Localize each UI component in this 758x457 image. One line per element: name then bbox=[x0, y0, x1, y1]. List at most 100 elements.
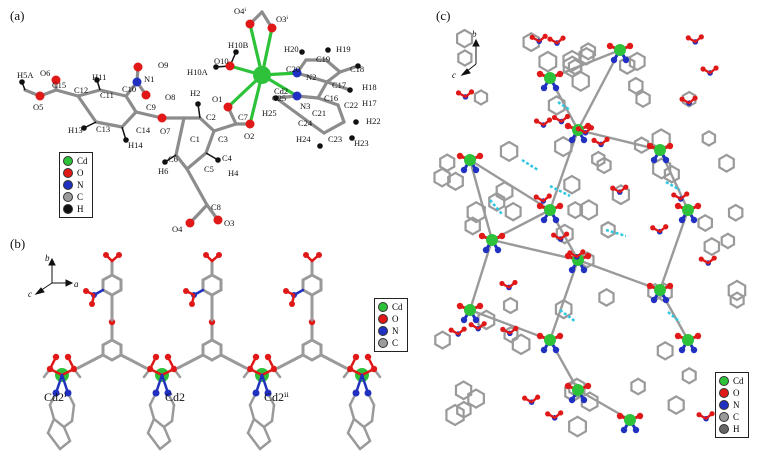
cd-atom bbox=[544, 72, 556, 84]
atom-label: C14 bbox=[136, 125, 151, 135]
bond bbox=[640, 147, 650, 154]
o-atom bbox=[346, 365, 354, 373]
bond bbox=[574, 201, 584, 208]
n-atom bbox=[622, 56, 630, 64]
o-atom bbox=[512, 279, 518, 286]
o-atom bbox=[456, 302, 464, 310]
legend-entry: O bbox=[719, 387, 744, 399]
o-atom bbox=[694, 202, 702, 210]
bond bbox=[588, 391, 599, 399]
o-atom bbox=[535, 394, 541, 400]
bond bbox=[630, 377, 640, 384]
bond bbox=[585, 47, 595, 54]
bond bbox=[618, 68, 629, 75]
bond bbox=[576, 128, 662, 152]
h-bond bbox=[605, 228, 627, 238]
bond bbox=[370, 403, 376, 423]
o-atom bbox=[456, 152, 464, 160]
bond bbox=[720, 232, 729, 239]
legend-entry: N bbox=[63, 179, 88, 191]
panel-b-chain: b a c Cd2ⁱ Cd2 Cd2ⁱⁱ bbox=[28, 252, 382, 451]
atom-label: C23 bbox=[328, 134, 342, 144]
panel-a-label: (a) bbox=[10, 8, 25, 23]
bond bbox=[152, 417, 166, 429]
bond bbox=[710, 237, 721, 244]
bond bbox=[563, 223, 574, 231]
bond bbox=[495, 194, 506, 202]
bond bbox=[725, 166, 735, 173]
atom-label: C16 bbox=[324, 93, 338, 103]
legend-label: N bbox=[392, 326, 399, 336]
bond bbox=[640, 136, 650, 143]
atom-label: H17 bbox=[362, 98, 377, 108]
o-atom bbox=[564, 122, 572, 130]
cd-atom bbox=[654, 144, 666, 156]
bond bbox=[445, 404, 457, 412]
bond bbox=[270, 403, 276, 423]
bond bbox=[628, 76, 637, 84]
bond bbox=[635, 90, 645, 97]
bond bbox=[210, 338, 223, 347]
bond bbox=[605, 300, 615, 307]
bond bbox=[453, 418, 465, 427]
o-atom bbox=[674, 332, 682, 340]
bond bbox=[663, 177, 673, 184]
atom-label: C10 bbox=[122, 84, 136, 94]
bond bbox=[605, 288, 615, 295]
cd-label-left: Cd2ⁱ bbox=[44, 390, 67, 404]
bond bbox=[570, 187, 581, 195]
o-atom bbox=[663, 224, 669, 230]
bond bbox=[464, 216, 474, 223]
bond bbox=[262, 425, 272, 443]
o-atom bbox=[468, 322, 474, 328]
bond bbox=[46, 431, 62, 451]
cd-label-mid: Cd2 bbox=[165, 390, 185, 404]
bond bbox=[660, 128, 671, 136]
bond bbox=[658, 208, 690, 292]
bond bbox=[502, 296, 512, 303]
bond bbox=[729, 291, 739, 298]
bond bbox=[651, 128, 663, 136]
o-atom bbox=[564, 231, 570, 237]
atom-label: H4 bbox=[228, 168, 239, 178]
atom-label: H11 bbox=[92, 72, 106, 82]
bond bbox=[718, 166, 728, 173]
bond bbox=[466, 201, 478, 209]
atom-label: N3 bbox=[300, 101, 310, 111]
bond bbox=[76, 353, 105, 370]
o-atom bbox=[551, 232, 557, 238]
bond bbox=[554, 150, 565, 158]
bond bbox=[479, 89, 489, 96]
o-atom bbox=[108, 318, 116, 326]
bond bbox=[548, 258, 580, 342]
bond bbox=[101, 273, 114, 282]
bond bbox=[567, 212, 577, 220]
bond bbox=[246, 431, 262, 451]
bond bbox=[580, 42, 590, 49]
bond bbox=[710, 249, 721, 256]
n-atom bbox=[540, 216, 548, 224]
bond bbox=[596, 168, 606, 175]
bond bbox=[635, 101, 645, 108]
atom-label: C11 bbox=[100, 90, 114, 100]
o-atom bbox=[542, 33, 548, 39]
bond bbox=[455, 41, 466, 49]
bond bbox=[210, 353, 223, 362]
bond bbox=[433, 167, 444, 175]
o-atom bbox=[698, 256, 704, 262]
atom-label: H5A bbox=[17, 70, 34, 80]
bond bbox=[538, 50, 549, 58]
bond bbox=[456, 400, 465, 408]
o-atom bbox=[584, 252, 592, 260]
bond bbox=[571, 84, 582, 92]
o-atom bbox=[575, 126, 582, 132]
o-atom bbox=[674, 202, 682, 210]
o-atom bbox=[564, 382, 572, 390]
bond bbox=[490, 238, 580, 262]
atom-label: O10 bbox=[214, 56, 229, 66]
legend-label: C bbox=[77, 192, 84, 202]
bond bbox=[575, 377, 586, 385]
n-atom bbox=[568, 396, 576, 404]
bond bbox=[587, 213, 599, 221]
